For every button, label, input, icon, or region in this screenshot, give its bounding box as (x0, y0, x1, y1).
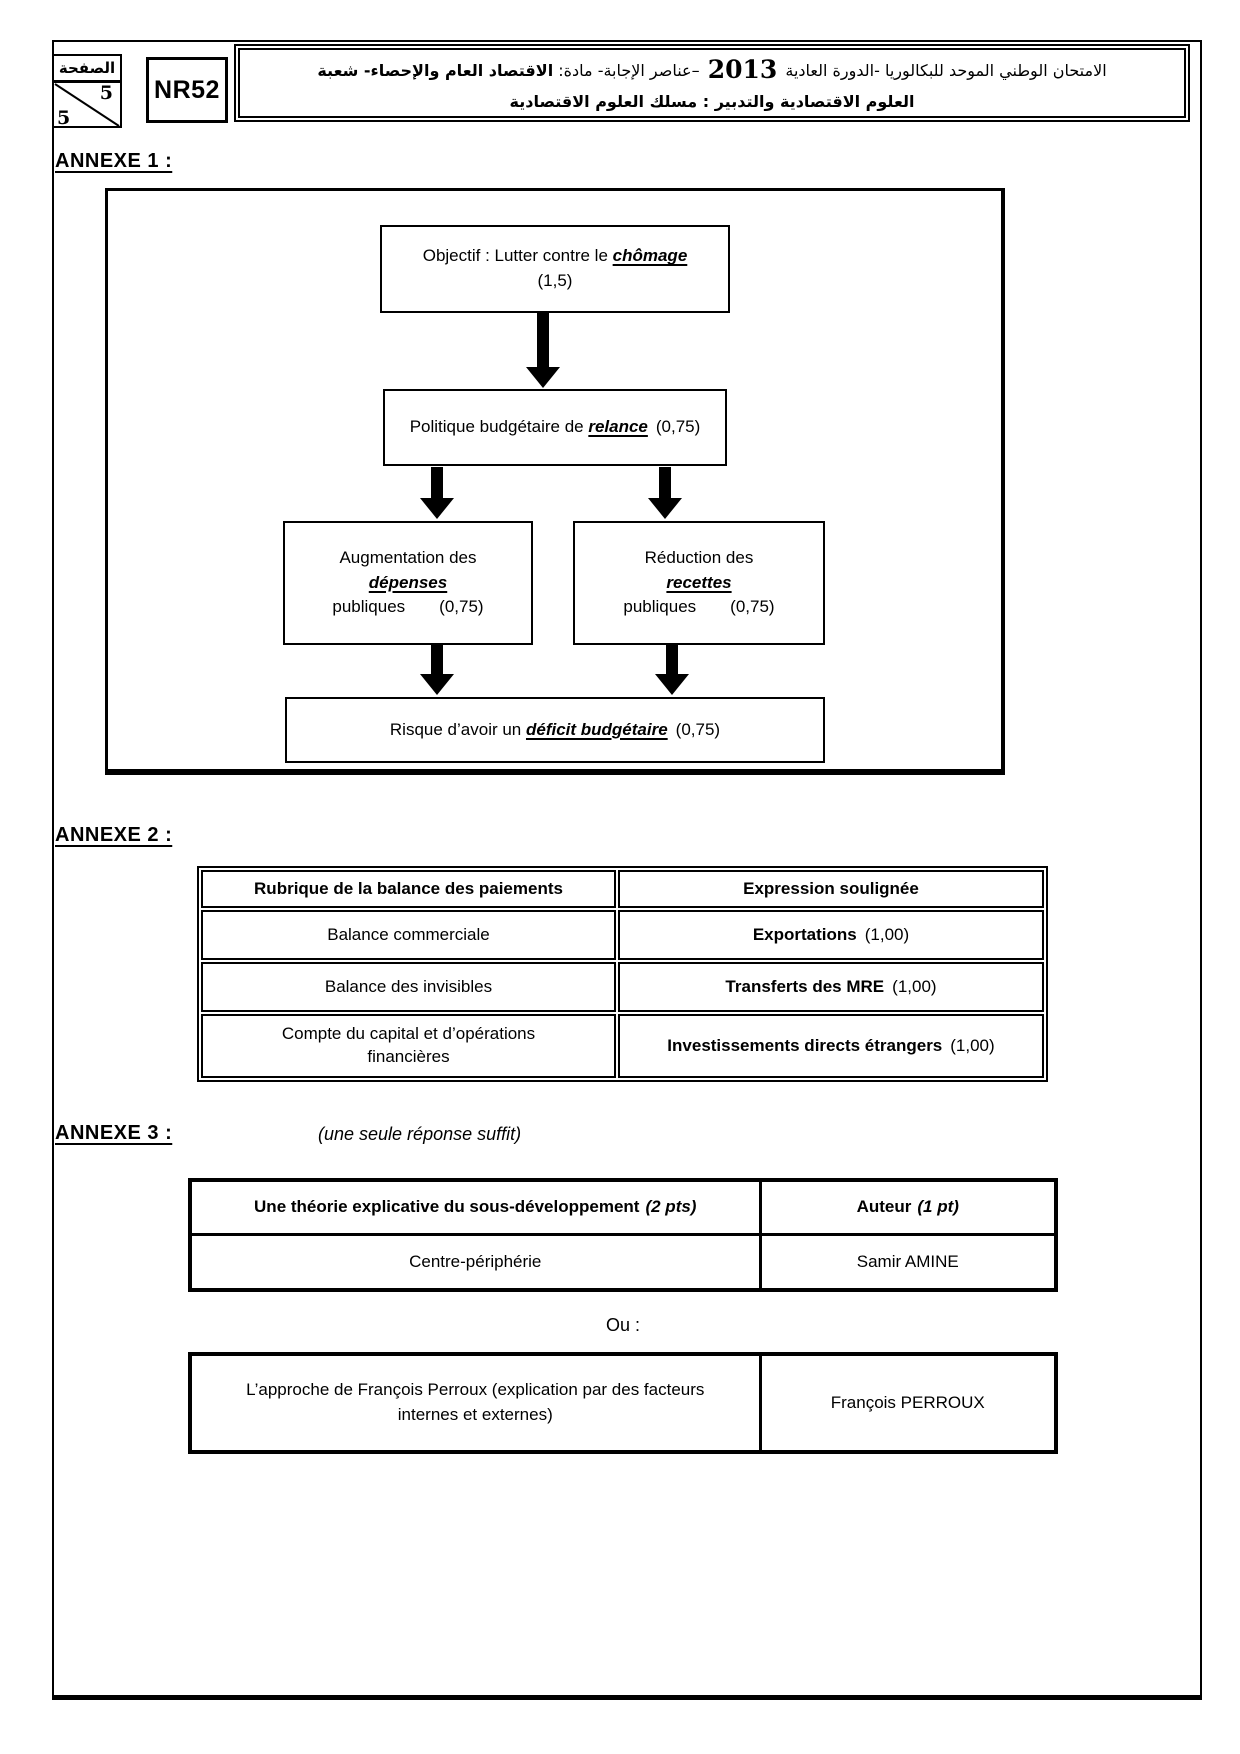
flow-box-augmentation: Augmentation des dépenses publiques(0,75… (283, 521, 533, 645)
arrow-shaft (431, 467, 443, 498)
down-arrow-icon (655, 645, 689, 695)
arrow-head (420, 674, 454, 695)
arrow-head (655, 674, 689, 695)
page-total: 5 (57, 107, 71, 129)
expression-cell: Exportations(1,00) (618, 910, 1044, 960)
annexe3-note: (une seule réponse suffit) (318, 1124, 522, 1144)
theory-cell: L’approche de François Perroux (explicat… (188, 1352, 762, 1454)
arrow-shaft (666, 645, 678, 674)
arrow-head (648, 498, 682, 519)
annexe3-table-theory: Une théorie explicative du sous-développ… (188, 1178, 1058, 1292)
table-header-cell-theorie: Une théorie explicative du sous-développ… (188, 1178, 762, 1236)
table-header-cell-auteur: Auteur(1 pt) (758, 1178, 1058, 1236)
page-number-box: الصفحة 5 5 (52, 54, 122, 129)
flow-box-objectif: Objectif : Lutter contre le chômage (1,5… (380, 225, 730, 313)
author-cell: François PERROUX (758, 1352, 1058, 1454)
table-row: Centre-périphérie Samir AMINE (188, 1232, 1058, 1292)
arrow-head (526, 367, 560, 388)
flow-box-augmentation-emphasis: dépenses (368, 572, 448, 592)
flow-box-augmentation-line1: Augmentation des (339, 548, 477, 568)
theory-cell: Centre-périphérie (188, 1232, 762, 1292)
annexe3-table-alternative: L’approche de François Perroux (explicat… (188, 1352, 1058, 1454)
arrow-shaft (537, 313, 549, 367)
title-year: 2013 (707, 55, 778, 85)
arrow-shaft (431, 645, 443, 674)
title-part1: الامتحان الوطني الموحد للبكالوريا -الدور… (785, 61, 1107, 81)
title-part3: الاقتصاد العام والإحصاء- شعبة (317, 61, 554, 81)
rubrique-cell: Balance des invisibles (201, 962, 616, 1012)
table-row: L’approche de François Perroux (explicat… (188, 1352, 1058, 1454)
annexe2-table: Rubrique de la balance des paiements Exp… (197, 866, 1048, 1082)
annexe2-heading: ANNEXE 2 : (55, 824, 173, 846)
flow-box-augmentation-line3: publiques(0,75) (332, 597, 484, 617)
page-label: الصفحة (54, 56, 120, 83)
author-cell: Samir AMINE (758, 1232, 1058, 1292)
table-header-cell-rubrique: Rubrique de la balance des paiements (201, 870, 616, 908)
flow-box-risque: Risque d’avoir un déficit budgétaire(0,7… (285, 697, 825, 763)
table-row: Compte du capital et d’opérations financ… (201, 1014, 1044, 1078)
down-arrow-icon (648, 467, 682, 519)
title-part2: –عناصر الإجابة- مادة: (558, 61, 700, 81)
annexe1-heading: ANNEXE 1 : (55, 150, 173, 172)
exam-code-box: NR52 (146, 57, 228, 123)
flow-box-politique: Politique budgétaire de relance(0,75) (383, 389, 727, 466)
flow-box-politique-text: Politique budgétaire de relance(0,75) (409, 417, 701, 437)
diagonal-line (54, 83, 120, 127)
table-header-cell-expression: Expression soulignée (618, 870, 1044, 908)
ou-separator: Ou : (605, 1315, 640, 1335)
table-header-row: Une théorie explicative du sous-développ… (188, 1178, 1058, 1236)
flow-box-objectif-score: (1,5) (537, 271, 573, 290)
down-arrow-icon (526, 313, 560, 388)
rubrique-cell: Compte du capital et d’opérations financ… (201, 1014, 616, 1078)
exam-title-line1: الامتحان الوطني الموحد للبكالوريا -الدور… (248, 51, 1176, 90)
flow-box-reduction: Réduction des recettes publiques(0,75) (573, 521, 825, 645)
exam-code: NR52 (154, 75, 220, 104)
expression-cell: Investissements directs étrangers(1,00) (618, 1014, 1044, 1078)
flow-box-reduction-emphasis: recettes (666, 572, 732, 592)
flow-box-risque-text: Risque d’avoir un déficit budgétaire(0,7… (389, 719, 721, 739)
flowchart-annexe1: Objectif : Lutter contre le chômage (1,5… (105, 188, 1005, 775)
page-number-diagonal-cell: 5 5 (54, 82, 120, 129)
table-row: Balance des invisibles Transferts des MR… (201, 962, 1044, 1012)
exam-header-box: الامتحان الوطني الموحد للبكالوريا -الدور… (234, 44, 1190, 122)
table-row: Balance commerciale Exportations(1,00) (201, 910, 1044, 960)
page-current: 5 (99, 82, 113, 104)
flow-box-objectif-text: Objectif : Lutter contre le chômage (422, 246, 688, 266)
table-header-row: Rubrique de la balance des paiements Exp… (201, 870, 1044, 908)
annexe3-heading: ANNEXE 3 : (55, 1122, 173, 1144)
arrow-head (420, 498, 454, 519)
down-arrow-icon (420, 467, 454, 519)
rubrique-cell: Balance commerciale (201, 910, 616, 960)
arrow-shaft (659, 467, 671, 498)
expression-cell: Transferts des MRE(1,00) (618, 962, 1044, 1012)
page-border-frame (52, 40, 1202, 1700)
flow-box-reduction-line3: publiques(0,75) (623, 597, 775, 617)
exam-title-line2: العلوم الاقتصادية والتدبير : مسلك العلوم… (509, 91, 915, 111)
down-arrow-icon (420, 645, 454, 695)
flow-box-reduction-line1: Réduction des (644, 548, 754, 568)
